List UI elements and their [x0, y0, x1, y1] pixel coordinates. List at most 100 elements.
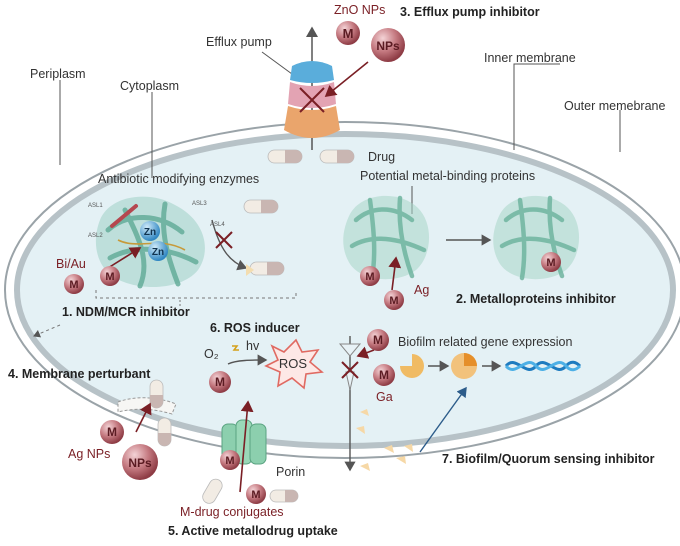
nanoparticle-ball: NPs [122, 444, 158, 480]
metal-drug-conjugate: M [246, 484, 299, 504]
inner-membrane-label: Inner membrane [484, 51, 576, 65]
mechanism-3-label: 3. Efflux pump inhibitor [400, 5, 540, 19]
modified-drug [246, 261, 285, 276]
metal-ion-ball: M [360, 266, 380, 286]
dna-icon [504, 360, 582, 372]
zno-nps-label: ZnO NPs [334, 3, 385, 17]
zinc-ion: Zn [140, 221, 160, 241]
funnel-top [338, 343, 362, 357]
svg-text:M: M [225, 455, 234, 467]
metal-ion-ball: M [100, 420, 124, 444]
svg-text:Zn: Zn [144, 227, 156, 238]
svg-text:M: M [343, 26, 354, 41]
ndm-bracket [95, 290, 297, 299]
ros-label: ROS [279, 356, 308, 371]
metal-ion-ball: M [541, 252, 561, 272]
ag-label: Ag [414, 283, 429, 297]
svg-text:M: M [379, 368, 389, 382]
mechanism-6-label: 6. ROS inducer [210, 321, 300, 335]
ag-nps-label: Ag NPs [68, 447, 110, 461]
svg-text:M: M [373, 333, 383, 347]
drug-capsule [243, 199, 279, 214]
efflux-pump-label: Efflux pump [206, 35, 272, 49]
outer-membrane-label: Outer memebrane [564, 99, 665, 113]
svg-text:M: M [251, 489, 260, 501]
ros-arrow [227, 354, 268, 366]
metal-drug-conjugate: M [220, 450, 240, 470]
efflux-pump [284, 26, 369, 150]
drug-label: Drug [368, 150, 395, 164]
svg-text:M: M [69, 279, 78, 291]
metalloprotein-structure [343, 195, 430, 281]
bi-au-label: Bi/Au [56, 257, 86, 271]
ga-label: Ga [376, 390, 393, 404]
metal-drug-conjugate [202, 478, 223, 504]
pump-top [290, 61, 334, 83]
metal-ion-ball: M [336, 21, 360, 45]
svg-text:M: M [107, 425, 117, 439]
block-x-b [299, 87, 325, 113]
signal-molecules [356, 409, 413, 471]
ag-np-arrow [135, 402, 152, 433]
antibiotic-enzymes-label: Antibiotic modifying enzymes [98, 172, 259, 186]
metal-ion-ball: M [384, 290, 404, 310]
cytoplasm-label: Cytoplasm [120, 79, 179, 93]
drug-capsule [319, 149, 355, 164]
efflux-pump-pointer [261, 51, 293, 75]
svg-text:M: M [105, 271, 114, 283]
metal-ion-ball: M [373, 364, 395, 386]
ros-burst [264, 338, 324, 390]
svg-text:M: M [389, 295, 398, 307]
metal-ion-ball: M [100, 266, 120, 286]
porin-label: Porin [276, 465, 305, 479]
svg-text:NPs: NPs [376, 39, 400, 53]
drug-capsule [157, 417, 172, 447]
mechanism-7-label: 7. Biofilm/Quorum sensing inhibitor [442, 452, 655, 466]
enzyme-structure: ASL1 ASL2 ASL3 ASL4 [88, 196, 225, 289]
perturbant-pointer [33, 324, 61, 338]
svg-text:ASL2: ASL2 [88, 233, 103, 239]
svg-text:ASL3: ASL3 [192, 201, 207, 207]
metal-binding-proteins-label: Potential metal-binding proteins [360, 169, 535, 183]
mechanism-5-label: 5. Active metallodrug uptake [168, 524, 338, 538]
hv-label: hv [246, 339, 260, 353]
bi-au-arrow [107, 247, 142, 269]
svg-text:Zn: Zn [152, 247, 164, 258]
metal-ion-ball: M [209, 371, 231, 393]
svg-text:ASL1: ASL1 [88, 203, 103, 209]
svg-text:ASL4: ASL4 [210, 222, 225, 228]
block-x-b [341, 361, 359, 379]
metalloprotein-structure [493, 195, 580, 281]
oxygen-label: O₂ [204, 347, 219, 361]
uptake-arrow [239, 400, 254, 493]
svg-text:M: M [215, 375, 225, 389]
drug-capsule [149, 379, 164, 409]
ag-arrow [388, 256, 402, 291]
block-x-b [215, 231, 233, 249]
svg-text:M: M [546, 257, 555, 269]
autoinducer-icon [400, 354, 424, 378]
metal-ion-ball: M [64, 274, 84, 294]
light-icon [232, 345, 239, 351]
mechanism-4-label: 4. Membrane perturbant [8, 367, 151, 381]
quorum-feedback-arrow [419, 386, 467, 453]
mechanism-2-label: 2. Metalloproteins inhibitor [456, 292, 616, 306]
mechanism-1-label: 1. NDM/MCR inhibitor [62, 305, 190, 319]
nanoparticle-ball: NPs [371, 28, 405, 62]
zno-inhibit-arrow [324, 61, 369, 98]
biofilm-complex-icon [451, 353, 477, 379]
modification-arrow [211, 219, 248, 271]
biofilm-genes-label: Biofilm related gene expression [398, 335, 572, 349]
drug-capsule [267, 149, 303, 164]
svg-text:M: M [365, 271, 374, 283]
svg-text:NPs: NPs [128, 456, 152, 470]
metal-ion-ball: M [367, 329, 389, 351]
m-drug-conjugates-label: M-drug conjugates [180, 505, 284, 519]
pump-bottom [284, 106, 340, 138]
periplasm-label: Periplasm [30, 67, 86, 81]
zinc-ion: Zn [148, 241, 168, 261]
inner-membrane-pointer [513, 63, 560, 150]
ga-arrow [356, 346, 375, 359]
